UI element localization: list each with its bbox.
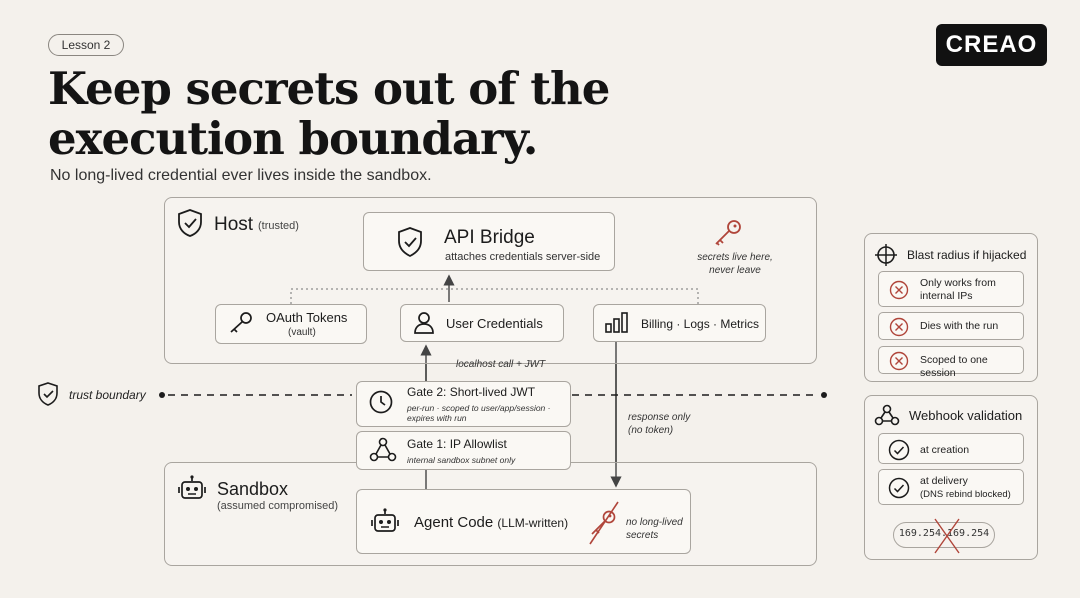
robot-icon <box>177 474 207 504</box>
blast-item-line2: internal IPs <box>920 290 973 302</box>
bar-chart-icon <box>604 310 630 334</box>
gate1-box <box>356 431 571 470</box>
network-icon <box>369 437 397 463</box>
gate2-desc-line1: per-run · scoped to user/app/session · <box>407 403 551 413</box>
blast-item-label: Scoped to one session <box>920 354 988 379</box>
gate2-desc-line2: expires with run <box>407 413 467 423</box>
trust-boundary-label: trust boundary <box>69 388 146 402</box>
billing-title: Billing · Logs · Metrics <box>641 317 760 331</box>
api-bridge-title: API Bridge <box>444 227 535 248</box>
no-secrets-note: no long-lived secrets <box>626 516 683 542</box>
oauth-sub: (vault) <box>288 327 316 338</box>
crosshair-icon <box>874 243 898 267</box>
webhook-item-label: at delivery (DNS rebind blocked) <box>920 475 1011 501</box>
webhook-icon <box>874 403 900 427</box>
user-credentials-title: User Credentials <box>446 316 543 331</box>
webhook-item-line2: (DNS rebind blocked) <box>920 489 1011 500</box>
host-title: Host <box>214 214 254 235</box>
agent-code-title: Agent Code (LLM-written) <box>414 514 568 531</box>
blast-item-label: Only works from internal IPs <box>920 277 996 303</box>
check-circle-icon <box>888 477 910 499</box>
robot-icon <box>370 507 400 537</box>
secrets-note: secrets live here, never leave <box>692 251 778 277</box>
blast-item-label: Dies with the run <box>920 320 999 332</box>
clock-icon <box>368 389 394 415</box>
x-circle-icon <box>889 351 909 371</box>
blast-item-line1: Only works from <box>920 277 996 289</box>
api-bridge-box <box>363 212 615 271</box>
response-label: response only (no token) <box>628 411 690 437</box>
page-subtitle: No long-lived credential ever lives insi… <box>50 167 432 184</box>
gate2-desc: per-run · scoped to user/app/session · e… <box>407 403 550 423</box>
secrets-note-line2: never leave <box>709 265 761 276</box>
response-line1: response only <box>628 412 691 423</box>
user-credentials-box <box>400 304 564 342</box>
metadata-ip: 169.254.169.254 <box>898 528 990 539</box>
gate1-desc: internal sandbox subnet only <box>407 455 516 465</box>
key-icon <box>711 218 743 248</box>
check-circle-icon <box>888 439 910 461</box>
webhook-item: at delivery (DNS rebind blocked) <box>878 469 1024 505</box>
webhook-item: at creation <box>878 433 1024 464</box>
no-secrets-line2: secrets <box>626 530 659 541</box>
key-crossed-icon <box>584 500 622 546</box>
localhost-label: localhost call + JWT <box>456 359 546 370</box>
webhook-title: Webhook validation <box>909 408 1023 423</box>
title-line-1: Keep secrets out of the <box>48 62 610 115</box>
shield-check-icon <box>396 226 424 258</box>
title-line-2: execution boundary. <box>48 112 538 165</box>
response-line2: (no token) <box>628 425 674 436</box>
webhook-item-line1: at delivery <box>920 475 968 487</box>
gate1-title: Gate 1: IP Allowlist <box>407 437 507 451</box>
blast-item: Only works from internal IPs <box>878 271 1024 307</box>
trust-boundary-line <box>159 392 827 398</box>
agent-code-label: Agent Code <box>414 514 494 531</box>
lesson-badge: Lesson 2 <box>48 34 124 56</box>
sandbox-title: Sandbox <box>217 479 289 499</box>
oauth-title: OAuth Tokens <box>266 310 348 325</box>
x-circle-icon <box>889 317 909 337</box>
ip-pill <box>893 522 995 548</box>
host-qualifier: (trusted) <box>258 220 299 232</box>
blast-radius-title: Blast radius if hijacked <box>907 248 1027 262</box>
webhook-item-label: at creation <box>920 444 970 456</box>
no-secrets-line1: no long-lived <box>626 517 683 528</box>
user-icon <box>413 311 435 335</box>
blast-item: Dies with the run <box>878 312 1024 340</box>
agent-code-box <box>356 489 691 554</box>
oauth-tokens-box <box>215 304 367 344</box>
sandbox-qualifier: (assumed compromised) <box>217 500 339 512</box>
page-title: Keep secrets out of the execution bounda… <box>48 64 748 164</box>
api-bridge-desc: attaches credentials server-side <box>445 251 601 263</box>
creao-logo: CREAO <box>936 24 1047 66</box>
blast-item: Scoped to one session <box>878 346 1024 379</box>
agent-code-suffix: (LLM-written) <box>497 516 569 530</box>
gate2-title: Gate 2: Short-lived JWT <box>407 385 536 399</box>
key-icon <box>228 311 254 335</box>
x-circle-icon <box>889 280 909 300</box>
ip-cross-icon <box>934 518 960 554</box>
shield-check-icon <box>176 208 204 238</box>
secrets-note-line1: secrets live here, <box>697 252 773 263</box>
shield-check-icon <box>36 381 60 407</box>
